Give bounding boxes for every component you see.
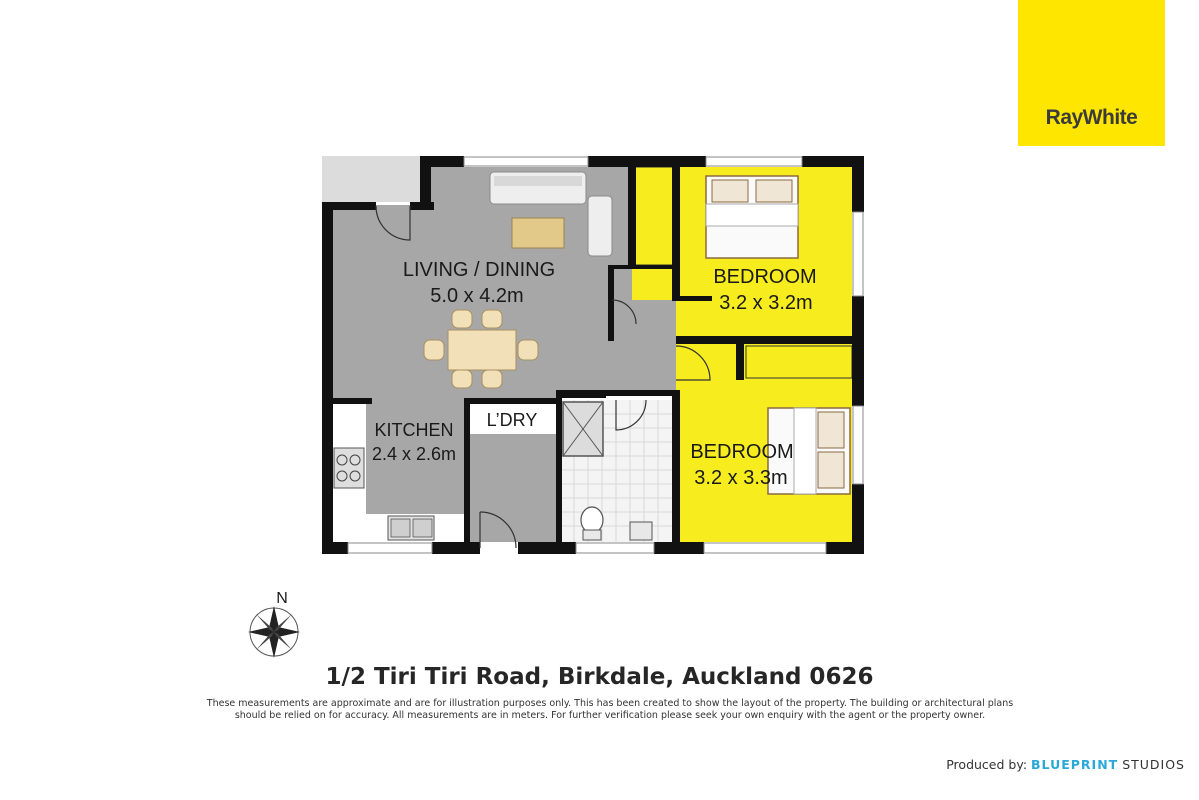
bathroom-fixtures xyxy=(580,506,653,541)
bedroom2-label: BEDROOM xyxy=(690,441,793,463)
bedroom1-label: BEDROOM xyxy=(713,266,816,288)
compass-icon xyxy=(248,606,300,658)
kitchen-size: 2.4 x 2.6m xyxy=(372,444,456,464)
credit-suffix: STUDIOS xyxy=(1122,757,1185,772)
compass-north-label: N xyxy=(276,590,288,607)
patio xyxy=(322,156,420,202)
laundry-label: L’DRY xyxy=(487,410,538,430)
credit-brand: BLUEPRINT xyxy=(1031,757,1119,772)
walls xyxy=(322,156,864,554)
bedroom2-size: 3.2 x 3.3m xyxy=(694,467,787,489)
laundry-label-bg xyxy=(470,404,556,434)
credit-prefix: Produced by: xyxy=(946,757,1028,772)
windows xyxy=(347,156,864,554)
living-furniture xyxy=(423,171,613,389)
kitchen-label: KITCHEN xyxy=(374,420,453,440)
bedroom1-size: 3.2 x 3.2m xyxy=(719,292,812,314)
laundry-floor xyxy=(470,434,556,542)
bedroom2-closet xyxy=(745,345,853,379)
bed-bedroom2 xyxy=(767,407,851,495)
property-address: 1/2 Tiri Tiri Road, Birkdale, Auckland 0… xyxy=(325,664,874,690)
kitchen-gray xyxy=(366,404,466,514)
living-size: 5.0 x 4.2m xyxy=(430,285,523,307)
logo-text: RayWhite xyxy=(1045,106,1138,129)
disclaimer-text: These measurements are approximate and a… xyxy=(206,698,1014,721)
living-label: LIVING / DINING xyxy=(403,259,555,281)
doors xyxy=(375,205,711,549)
kitchen-fixtures xyxy=(333,447,435,541)
bed-bedroom1 xyxy=(705,175,799,259)
ray-white-logo: RayWhite xyxy=(1018,0,1165,146)
shower xyxy=(562,401,604,457)
bedroom1-closet xyxy=(631,166,677,266)
